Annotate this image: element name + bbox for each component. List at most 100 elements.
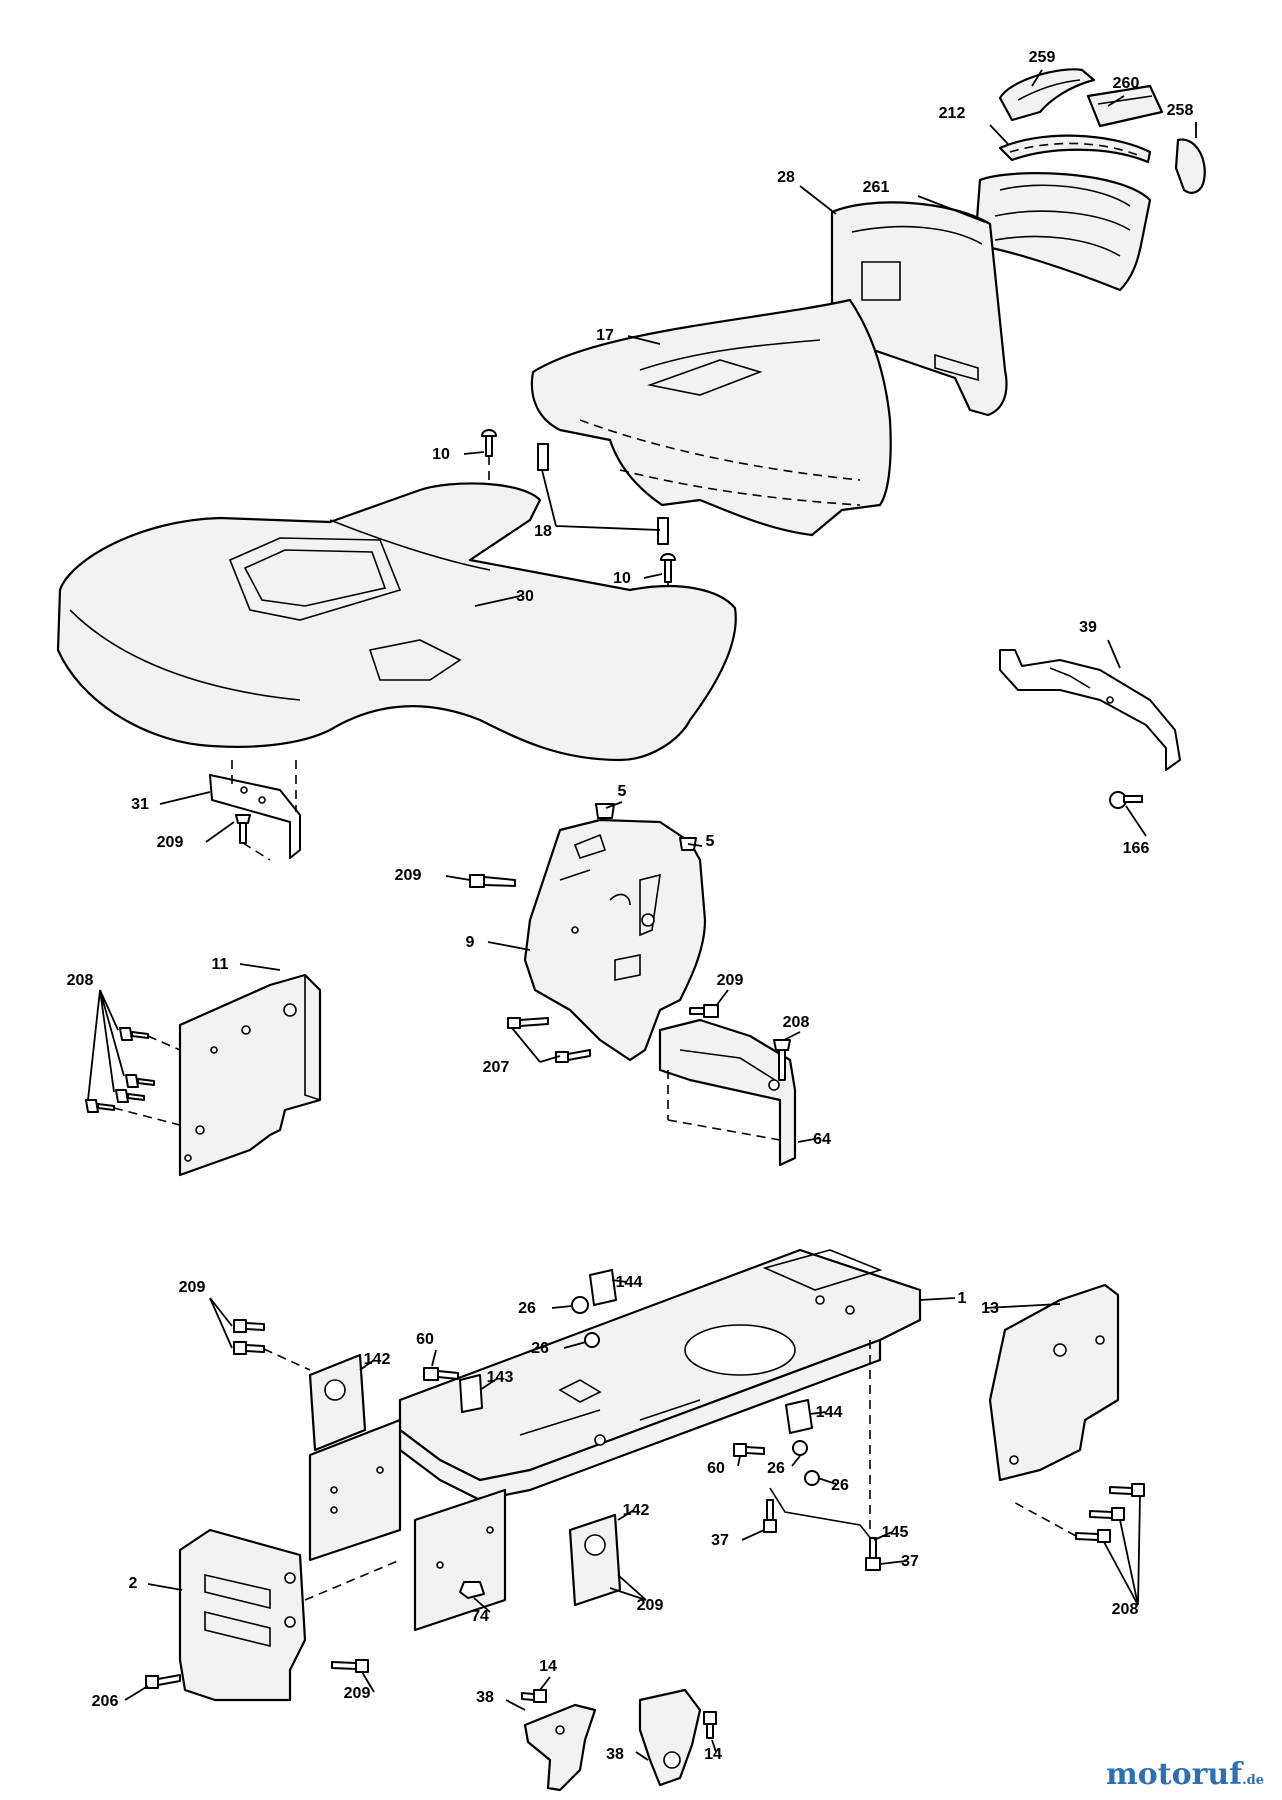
callout-c60a: 60 [416, 1331, 434, 1348]
callout-c261: 261 [863, 179, 890, 196]
bolts-208a [85, 1027, 181, 1126]
callout-c207: 207 [483, 1059, 510, 1076]
callout-c208c: 208 [1112, 1601, 1139, 1618]
callout-c206: 206 [92, 1693, 119, 1710]
callout-c18: 18 [534, 523, 552, 540]
grille-insert-260 [1086, 84, 1164, 128]
callout-c39: 39 [1079, 619, 1097, 636]
nut-74 [459, 1581, 485, 1599]
callout-c1: 1 [958, 1290, 967, 1307]
bolts-207 [507, 1017, 591, 1063]
callout-c260: 260 [1113, 75, 1140, 92]
callout-c258: 258 [1167, 102, 1194, 119]
nut-26a [571, 1296, 589, 1314]
callout-c144a: 144 [616, 1274, 643, 1291]
callout-c10a: 10 [432, 446, 450, 463]
bracket-143 [459, 1374, 483, 1413]
callout-c31: 31 [131, 796, 149, 813]
bolt-209e [331, 1659, 369, 1673]
callout-c209a: 209 [157, 834, 184, 851]
callout-c26b: 26 [531, 1340, 549, 1357]
callout-c209c: 209 [717, 972, 744, 989]
bracket-144b [785, 1399, 813, 1434]
nut-26b [584, 1332, 600, 1348]
bolt-37a [763, 1499, 777, 1533]
callout-c60b: 60 [707, 1460, 725, 1477]
callout-c145: 145 [882, 1524, 909, 1541]
bolt-209c [689, 1004, 719, 1018]
bracket-64 [658, 1018, 797, 1167]
bolts-208c [1009, 1483, 1145, 1543]
callout-c14b: 14 [704, 1746, 722, 1763]
bolt-14a [521, 1689, 547, 1703]
callout-c10b: 10 [613, 570, 631, 587]
nut-26c [792, 1440, 808, 1456]
body-pan-30 [56, 482, 737, 762]
dash-panel-9 [523, 818, 707, 1062]
leader-lines [87, 69, 1197, 1761]
callout-c13: 13 [981, 1300, 999, 1317]
grille-261 [973, 172, 1152, 292]
frame-1 [398, 1248, 922, 1502]
callout-c30: 30 [516, 588, 534, 605]
callout-c208b: 208 [783, 1014, 810, 1031]
nut-26d [804, 1470, 820, 1486]
callout-c38b: 38 [606, 1746, 624, 1763]
callout-c212: 212 [939, 105, 966, 122]
bolt-209a [235, 814, 271, 861]
callout-c74: 74 [471, 1608, 489, 1625]
bracket-38a [523, 1703, 597, 1792]
bolts-209d [233, 1319, 311, 1371]
callout-c144b: 144 [816, 1404, 843, 1421]
bolt-60a [423, 1367, 459, 1381]
callout-c208a: 208 [67, 972, 94, 989]
screw-166 [1109, 791, 1143, 809]
bumper-18b [657, 517, 669, 545]
callout-c38a: 38 [476, 1689, 494, 1706]
callout-c5a: 5 [618, 783, 627, 800]
hood-front-28 [830, 201, 1008, 417]
callout-c64: 64 [813, 1131, 831, 1148]
side-plate-13 [988, 1283, 1120, 1482]
bracket-38b [638, 1688, 702, 1787]
callout-c142b: 142 [623, 1502, 650, 1519]
callout-c9: 9 [466, 934, 475, 951]
callout-c5b: 5 [706, 833, 715, 850]
hood-17 [530, 298, 892, 537]
side-plate-11 [178, 973, 322, 1177]
bracket-142a [308, 1353, 367, 1452]
callout-c209b: 209 [395, 867, 422, 884]
bolt-209b [469, 874, 516, 888]
callout-c209d: 209 [179, 1279, 206, 1296]
emblem-258 [1174, 138, 1206, 194]
brand-suffix: .de [1242, 1773, 1264, 1788]
callout-c259: 259 [1029, 49, 1056, 66]
bolt-206 [145, 1674, 181, 1689]
callout-c143: 143 [487, 1369, 514, 1386]
callout-c17: 17 [596, 327, 614, 344]
callout-c14a: 14 [539, 1658, 557, 1675]
bolt-10a [481, 429, 497, 500]
callout-c28: 28 [777, 169, 795, 186]
bracket-31 [209, 760, 301, 859]
bracket-142b [568, 1513, 622, 1607]
bolt-37b [865, 1537, 881, 1571]
bumper-18a [537, 443, 549, 471]
callout-c11: 11 [212, 956, 229, 973]
bolt-60b [733, 1443, 765, 1457]
callout-c26d: 26 [831, 1477, 849, 1494]
callout-c26a: 26 [518, 1300, 536, 1317]
callout-c166: 166 [1123, 840, 1150, 857]
front-plate-2 [178, 1528, 401, 1702]
rod-145 [769, 1487, 873, 1541]
callout-c209e: 209 [637, 1597, 664, 1614]
grille-cap-259 [998, 68, 1096, 122]
callout-c142a: 142 [364, 1351, 391, 1368]
bracket-39 [999, 649, 1181, 771]
callout-c209f: 209 [344, 1685, 371, 1702]
callout-c37a: 37 [711, 1532, 729, 1549]
callout-c37b: 37 [901, 1553, 919, 1570]
